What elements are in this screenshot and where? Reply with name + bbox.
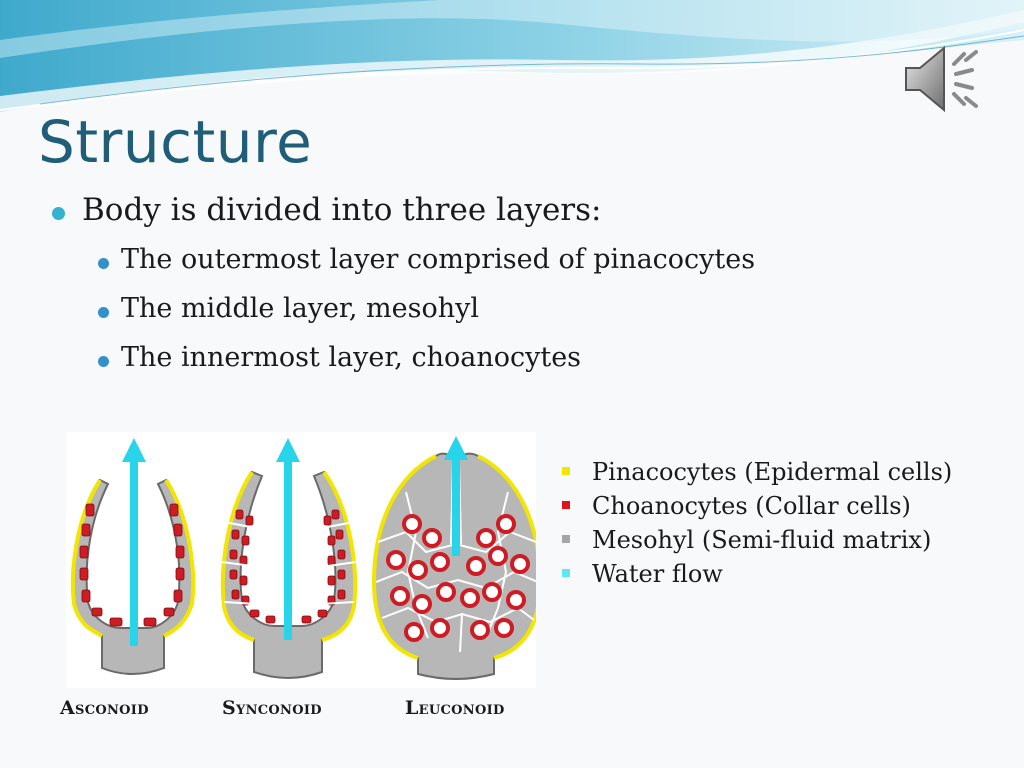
speaker-icon[interactable] [900, 44, 984, 114]
legend-label: Pinacocytes (Epidermal cells) [592, 458, 953, 486]
subbullet-text: The innermost layer, choanocytes [121, 342, 582, 373]
synconoid-choanocytes [229, 509, 346, 624]
subbullet-marker [98, 307, 109, 318]
asconoid-figure [70, 438, 196, 675]
subbullet-marker [98, 356, 109, 367]
legend-swatch [562, 501, 570, 509]
leuconoid-water-flow-arrow [444, 436, 468, 556]
diagram-legend: Pinacocytes (Epidermal cells) Choanocyte… [560, 458, 952, 594]
leuconoid-figure [371, 436, 536, 680]
subbullet-marker [98, 258, 109, 269]
subbullet-outer-layer: The outermost layer comprised of pinacoc… [98, 244, 756, 275]
legend-item-mesohyl: Mesohyl (Semi-fluid matrix) [560, 526, 952, 560]
sponge-body-plan-diagram [66, 432, 536, 688]
legend-swatch [562, 569, 570, 577]
legend-label: Water flow [592, 560, 723, 588]
legend-label: Mesohyl (Semi-fluid matrix) [592, 526, 932, 554]
caption-synconoid: Synconoid [222, 697, 322, 719]
subbullet-text: The middle layer, mesohyl [121, 293, 480, 324]
caption-asconoid: Asconoid [60, 697, 149, 719]
synconoid-canals [221, 521, 357, 605]
legend-swatch [562, 467, 570, 475]
leuconoid-pinacocyte-layer [371, 454, 536, 660]
legend-item-water-flow: Water flow [560, 560, 952, 594]
asconoid-water-flow-arrow [122, 438, 146, 646]
synconoid-figure [220, 438, 358, 679]
synconoid-pinacocyte-layer [220, 470, 358, 642]
slide-title: Structure [38, 108, 313, 176]
legend-item-pinacocytes: Pinacocytes (Epidermal cells) [560, 458, 952, 492]
bullet-body-layers: Body is divided into three layers: [52, 192, 602, 228]
legend-label: Choanocytes (Collar cells) [592, 492, 911, 520]
legend-item-choanocytes: Choanocytes (Collar cells) [560, 492, 952, 526]
bullet-marker [52, 207, 65, 220]
subbullet-text: The outermost layer comprised of pinacoc… [121, 244, 756, 275]
asconoid-pinacocyte-layer [70, 478, 196, 638]
bullet-text: Body is divided into three layers: [82, 192, 602, 228]
leuconoid-choanocyte-chambers [386, 514, 530, 642]
legend-swatch [562, 535, 570, 543]
synconoid-water-flow-arrow [276, 438, 300, 640]
subbullet-inner-layer: The innermost layer, choanocytes [98, 342, 582, 373]
header-wave-banner [0, 0, 1024, 112]
caption-leuconoid: Leuconoid [405, 697, 505, 719]
subbullet-middle-layer: The middle layer, mesohyl [98, 293, 480, 324]
asconoid-choanocytes [79, 503, 185, 627]
